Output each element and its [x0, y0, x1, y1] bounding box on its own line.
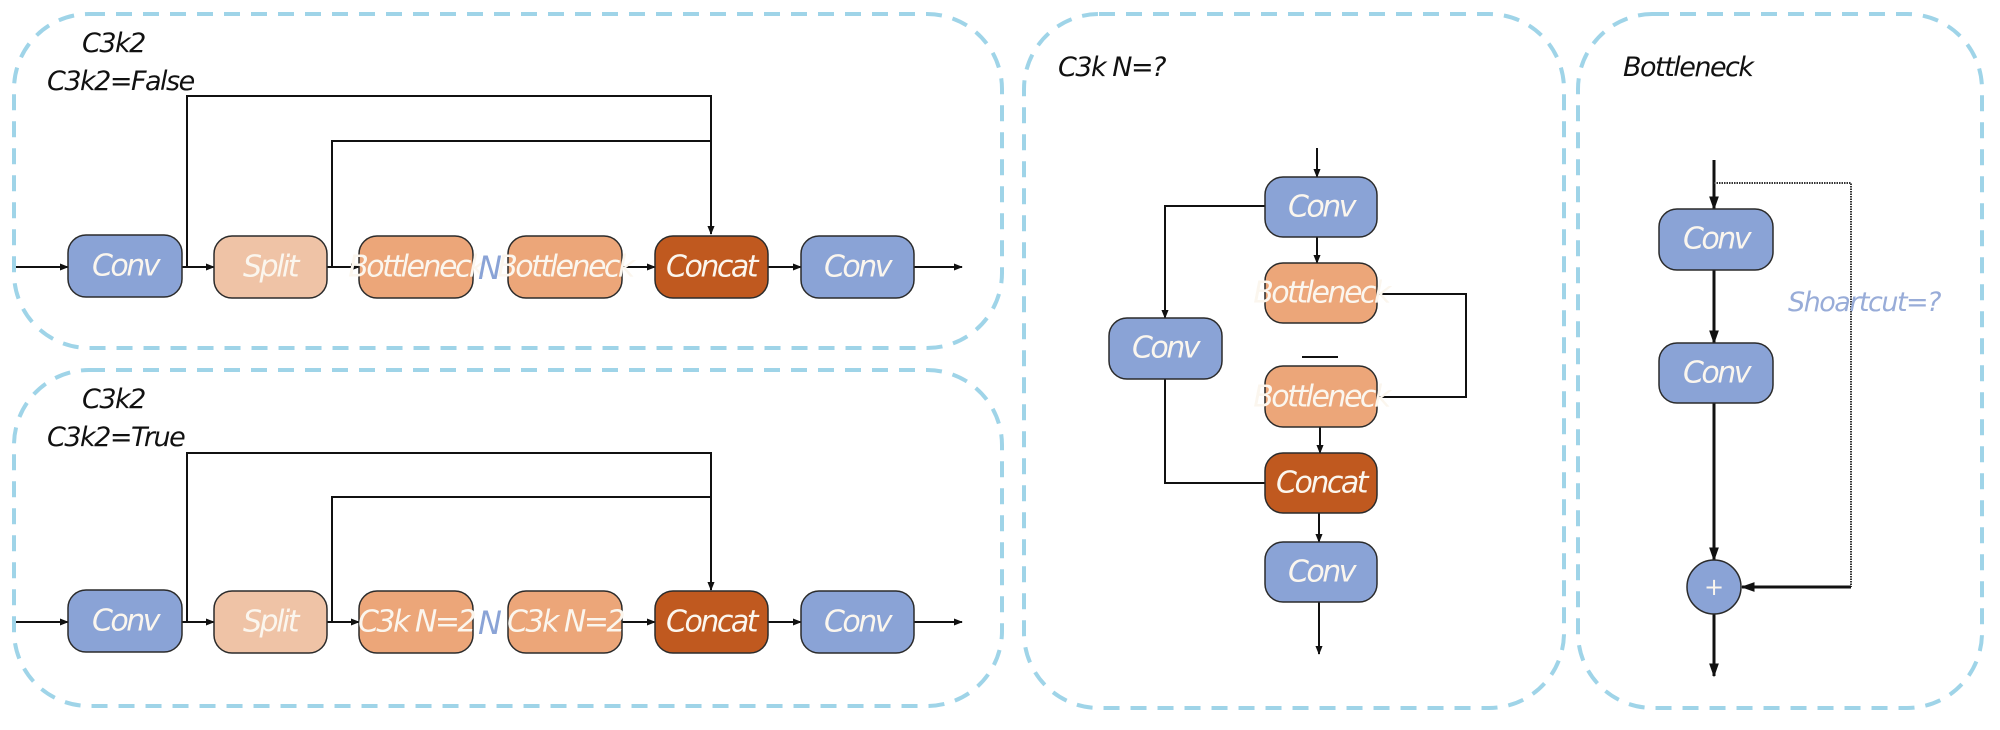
- repeat-n-label: N: [478, 249, 502, 287]
- panel-title: C3k N=?: [1058, 52, 1166, 83]
- skip-connection-split: [331, 140, 711, 267]
- block-label: Conv: [1288, 190, 1358, 225]
- block-conv-in[interactable]: Conv: [67, 589, 183, 653]
- skip-connection-conv: [186, 452, 715, 622]
- block-split[interactable]: Split: [213, 590, 328, 654]
- panel-title: C3k2: [82, 28, 145, 59]
- panel-title: C3k2: [82, 384, 145, 415]
- block-conv-out[interactable]: Conv: [1264, 541, 1378, 603]
- block-conv-out[interactable]: Conv: [800, 235, 915, 299]
- block-c3k-n[interactable]: C3k N=2: [507, 590, 627, 654]
- block-bottleneck-1[interactable]: Bottleneck: [348, 235, 490, 299]
- panel-subtitle: C3k2=True: [47, 422, 185, 453]
- add-node[interactable]: +: [1686, 559, 1742, 615]
- block-label: Conv: [1683, 356, 1753, 391]
- panel-bottleneck: Bottleneck Shoartcut=? Conv Conv +: [1576, 12, 1984, 710]
- block-conv-in[interactable]: Conv: [67, 234, 183, 298]
- block-label: Conv: [824, 250, 894, 285]
- block-label: Conv: [92, 604, 162, 639]
- panel-c3k2-false: C3k2 C3k2=False Conv Split Bottleneck N …: [12, 12, 1004, 350]
- panel-title: Bottleneck: [1623, 52, 1755, 83]
- block-label: Conv: [1683, 222, 1753, 257]
- block-concat[interactable]: Concat: [654, 235, 769, 299]
- repeat-loop-line: [1377, 362, 1467, 398]
- block-c3k-1[interactable]: C3k N=2: [358, 590, 478, 654]
- block-conv-side[interactable]: Conv: [1108, 317, 1223, 380]
- block-label: Bottleneck: [348, 250, 488, 285]
- panel-border: [1022, 12, 1566, 710]
- block-label: Conv: [1288, 555, 1358, 590]
- block-label: Split: [243, 250, 301, 285]
- repeat-loop-line: [1377, 293, 1467, 362]
- skip-connection-split: [331, 496, 711, 622]
- block-conv-top[interactable]: Conv: [1264, 176, 1378, 238]
- block-label: C3k N=2: [507, 605, 625, 640]
- panel-border: [12, 12, 1004, 350]
- repeat-n-label: N: [478, 604, 502, 642]
- block-label: Conv: [1132, 331, 1202, 366]
- panel-c3k2-true: C3k2 C3k2=True Conv Split C3k N=2 N C3k …: [12, 368, 1004, 708]
- block-concat[interactable]: Concat: [1264, 452, 1378, 514]
- shortcut-line: [1714, 182, 1852, 587]
- skip-connection-conv: [186, 95, 715, 267]
- block-bottleneck-n[interactable]: Bottleneck: [497, 235, 639, 299]
- branch-merge-line: [1164, 379, 1265, 484]
- panel-subtitle: C3k2=False: [47, 66, 195, 97]
- block-label: Bottleneck: [497, 250, 637, 285]
- panel-border: [1576, 12, 1984, 710]
- block-conv-1[interactable]: Conv: [1658, 208, 1774, 271]
- block-label: Concat: [666, 250, 760, 285]
- block-bottleneck-n[interactable]: Bottleneck: [1253, 365, 1395, 428]
- shortcut-label: Shoartcut=?: [1788, 287, 1941, 318]
- block-label: Concat: [666, 605, 760, 640]
- block-bottleneck-1[interactable]: Bottleneck: [1253, 262, 1395, 324]
- block-label: Conv: [824, 605, 894, 640]
- panel-c3k: C3k N=? Conv Bottleneck Conv Bottleneck: [1022, 12, 1566, 710]
- plus-icon: +: [1704, 573, 1724, 601]
- branch-arrow: [1161, 205, 1265, 319]
- panel-border: [12, 368, 1004, 708]
- block-concat[interactable]: Concat: [654, 590, 769, 654]
- block-label: Bottleneck: [1253, 276, 1393, 311]
- block-conv-out[interactable]: Conv: [800, 590, 915, 654]
- block-label: Conv: [92, 249, 162, 284]
- block-label: C3k N=2: [358, 605, 476, 640]
- block-label: Concat: [1276, 466, 1370, 501]
- block-conv-2[interactable]: Conv: [1658, 342, 1774, 404]
- block-label: Bottleneck: [1253, 380, 1393, 415]
- block-split[interactable]: Split: [213, 235, 328, 299]
- block-label: Split: [243, 605, 301, 640]
